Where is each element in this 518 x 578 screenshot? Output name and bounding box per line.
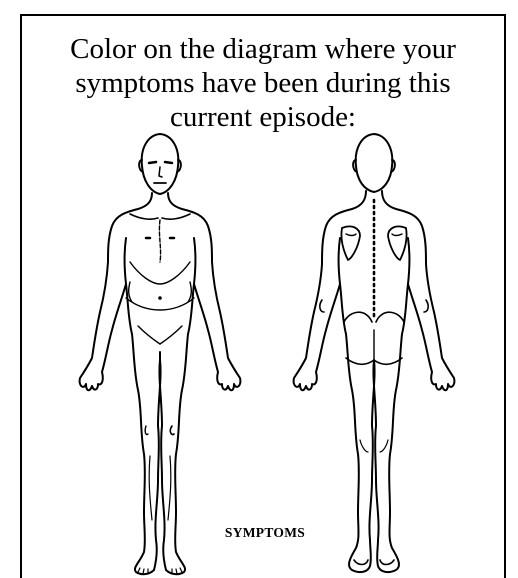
back-left-scapula xyxy=(341,226,360,260)
front-silhouette-right xyxy=(159,193,240,574)
front-body-figure[interactable] xyxy=(80,134,241,574)
back-head xyxy=(356,134,393,192)
diagram-caption: SYMPTOMS xyxy=(225,525,305,540)
back-silhouette-left xyxy=(294,191,375,572)
front-silhouette-left xyxy=(80,193,161,574)
back-body-figure[interactable] xyxy=(294,134,455,572)
back-right-scapula xyxy=(388,226,407,260)
front-head xyxy=(142,134,179,194)
back-silhouette-right xyxy=(373,191,454,572)
